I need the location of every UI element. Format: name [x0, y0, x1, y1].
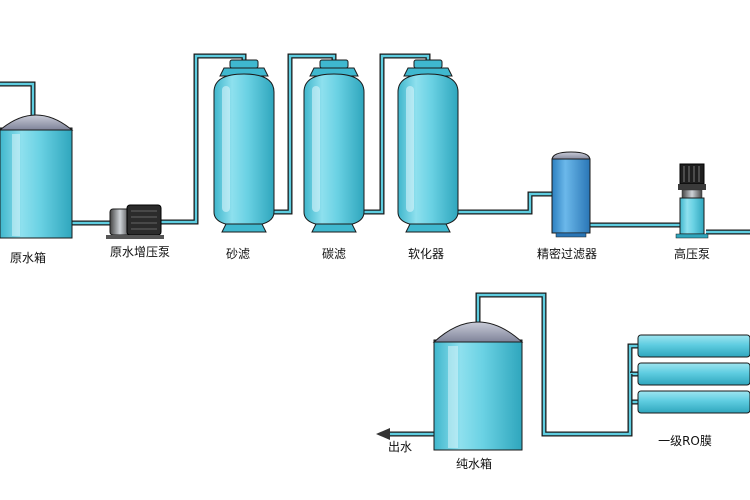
label-ro-membrane: 一级RO膜	[658, 434, 712, 448]
label-sand-filter: 砂滤	[226, 247, 250, 261]
label-pure-water-tank: 纯水箱	[456, 456, 492, 471]
label-precision-filter: 精密过滤器	[537, 246, 597, 261]
label-carbon-filter: 碳滤	[322, 247, 346, 261]
booster-pump	[106, 204, 164, 239]
ro-membrane-tube	[637, 390, 750, 414]
label-raw-water-tank: 原水箱	[10, 250, 46, 265]
high-pressure-pump	[675, 163, 709, 239]
ro-membrane-array	[637, 334, 750, 414]
label-outlet: 出水	[388, 440, 412, 454]
pipe-network	[0, 53, 750, 437]
softener-vessel	[397, 59, 459, 233]
sand-filter-vessel	[213, 59, 275, 233]
labels: 原水箱 原水增压泵 砂滤 碳滤 软化器 精密过滤器 高压泵 一级RO膜 纯水箱 …	[10, 245, 712, 471]
label-booster-pump: 原水增压泵	[110, 245, 170, 259]
raw-water-tank	[0, 114, 74, 239]
precision-filter	[551, 151, 591, 238]
pure-water-tank	[432, 321, 524, 451]
ro-membrane-tube	[637, 362, 750, 386]
outlet-arrow-icon	[376, 428, 390, 440]
label-softener: 软化器	[408, 247, 444, 261]
label-high-pressure-pump: 高压泵	[674, 246, 710, 261]
ro-membrane-tube	[637, 334, 750, 358]
carbon-filter-vessel	[303, 59, 365, 233]
